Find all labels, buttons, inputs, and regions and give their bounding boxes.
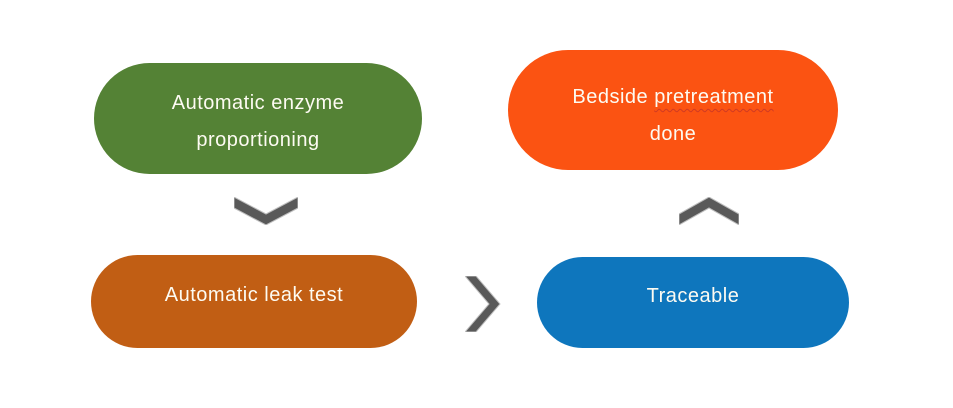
chevron-up-icon xyxy=(679,197,739,225)
node-label: Automatic enzyme proportioning xyxy=(172,85,345,159)
spellcheck-underlined-word: pretreatment xyxy=(654,86,774,108)
node-label-line2: proportioning xyxy=(196,128,320,151)
chevron-right-icon xyxy=(465,276,503,332)
node-label: Automatic leak test xyxy=(165,277,343,314)
node-traceable: Traceable xyxy=(537,257,849,348)
node-label-word: Bedside xyxy=(572,86,649,108)
node-label-line1: Bedside pretreatment xyxy=(572,79,773,116)
node-label-line1: Automatic leak test xyxy=(164,284,344,306)
node-automatic-leak-test: Automatic leak test xyxy=(91,255,417,348)
node-label: Traceable xyxy=(647,278,740,315)
node-label-line2: done xyxy=(649,123,697,145)
chevron-down-icon xyxy=(234,197,298,225)
node-automatic-enzyme-proportioning: Automatic enzyme proportioning xyxy=(94,63,422,174)
node-label: Bedside pretreatment done xyxy=(572,79,773,153)
node-bedside-pretreatment-done: Bedside pretreatment done xyxy=(508,50,838,170)
node-label-line1: Traceable xyxy=(646,284,740,307)
node-label-line1: Automatic enzyme xyxy=(171,91,345,114)
